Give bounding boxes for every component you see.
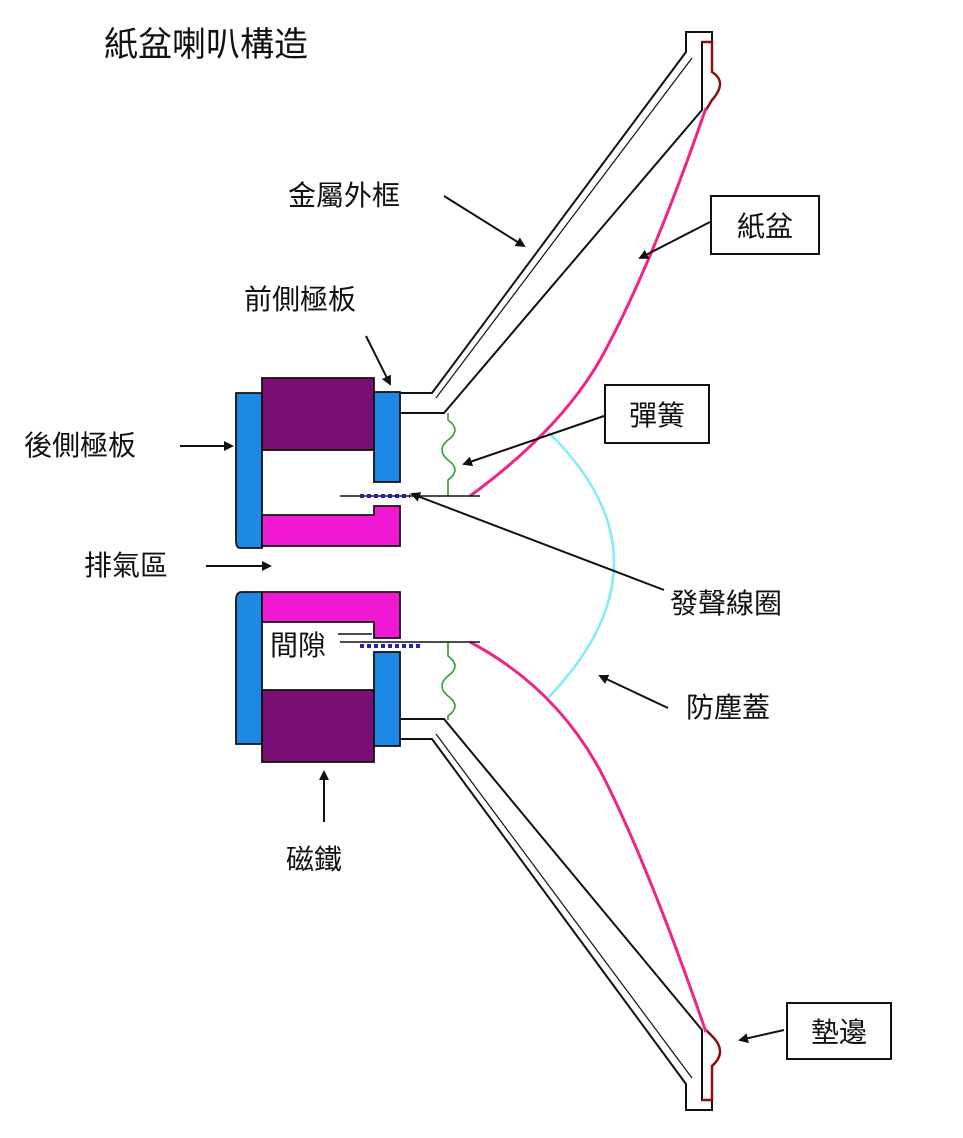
- surround-top: [702, 40, 722, 111]
- arrow-cone: [638, 221, 711, 259]
- arrow-dust-cap: [598, 674, 669, 709]
- label-vent: 排氣區: [84, 549, 169, 582]
- label-dust-cap: 防塵蓋: [686, 691, 771, 724]
- label-magnet: 磁鐵: [286, 843, 343, 876]
- magnet-bottom: [261, 689, 375, 763]
- arrow-voice-coil: [410, 492, 665, 591]
- metal-frame-top: [400, 31, 713, 414]
- label-voice-coil: 發聲線圈: [670, 587, 783, 620]
- dust-cap: [547, 431, 616, 699]
- cone-bottom: [469, 640, 708, 1033]
- back-plate-top: [235, 392, 263, 549]
- surround-bottom: [702, 1029, 722, 1102]
- arrow-spider: [462, 415, 605, 467]
- pole-piece-bottom: [261, 591, 401, 639]
- voice-coil: [340, 494, 480, 648]
- label-surround: 墊邊: [786, 1002, 892, 1060]
- front-plate-bottom: [373, 651, 401, 747]
- label-cone: 紙盆: [710, 195, 820, 255]
- label-metal-frame: 金屬外框: [288, 179, 401, 212]
- arrow-surround: [738, 1029, 785, 1044]
- cone-top: [469, 107, 708, 498]
- label-spider: 彈簧: [604, 384, 710, 444]
- arrow-front-plate: [365, 335, 391, 386]
- pole-piece-top: [261, 505, 401, 547]
- front-plate-top: [373, 391, 401, 483]
- label-front-plate: 前側極板: [244, 283, 357, 316]
- back-plate-bottom: [235, 591, 263, 745]
- metal-frame-bottom: [400, 718, 713, 1111]
- label-back-plate: 後側極板: [24, 429, 137, 462]
- magnet-top: [261, 377, 375, 451]
- spider: [441, 413, 456, 720]
- label-gap: 間隙: [270, 629, 327, 662]
- diagram-title: 紙盆喇叭構造: [104, 25, 308, 65]
- arrow-frame: [443, 195, 526, 248]
